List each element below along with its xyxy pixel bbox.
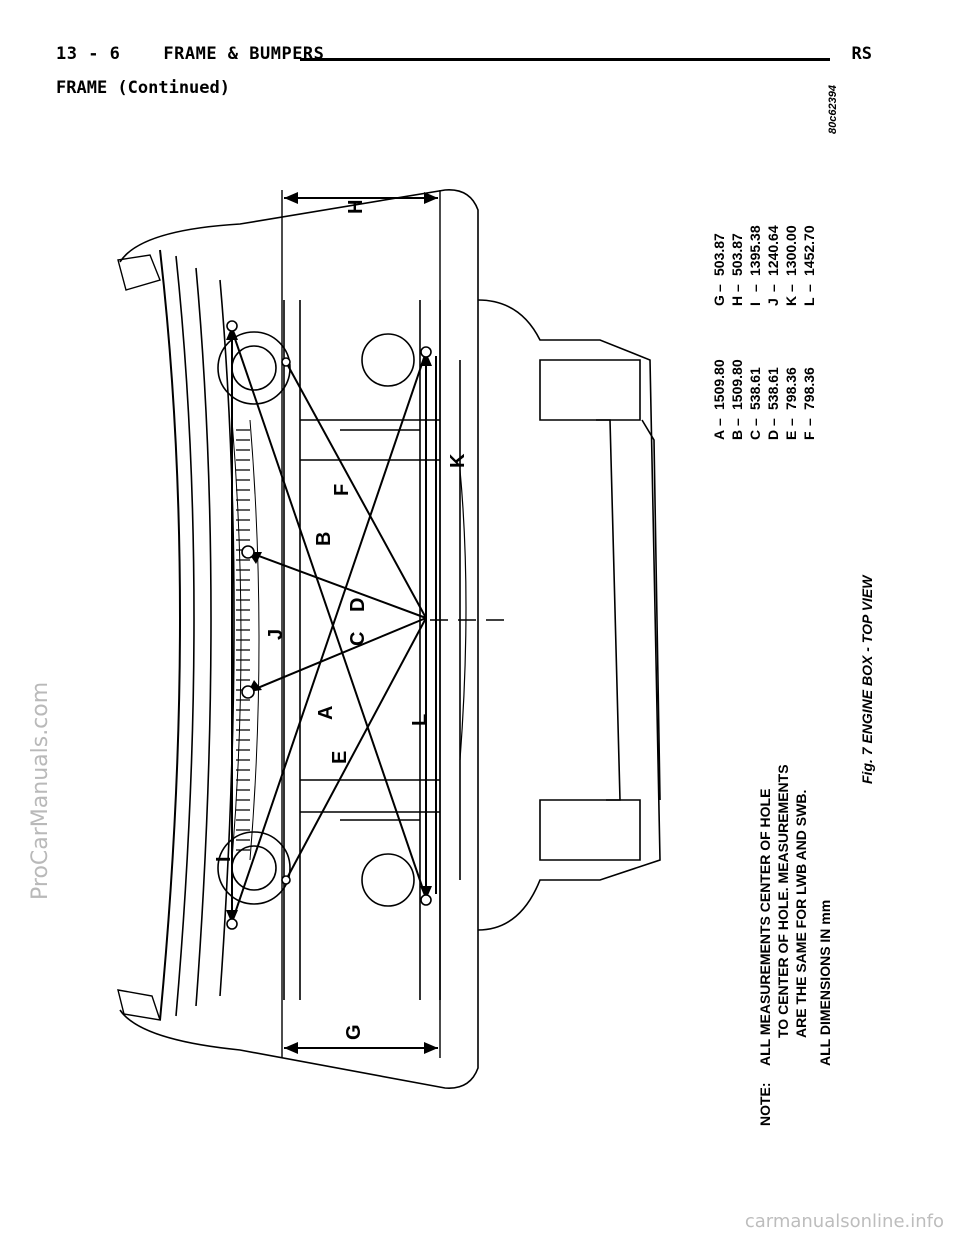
svg-text:–: – — [765, 418, 781, 426]
callout-a: A — [315, 706, 337, 720]
note-line-3: ARE THE SAME FOR LWB AND SWB. — [793, 790, 809, 1038]
dim-value-e: 798.36 — [783, 367, 799, 410]
dim-letter-c: C — [747, 430, 763, 440]
svg-text:–: – — [729, 418, 745, 426]
dim-letter-i: I — [747, 302, 763, 306]
measurement-lines — [231, 190, 512, 1058]
svg-text:–: – — [711, 284, 727, 292]
dimension-table: A – 1509.80 B – 1509.80 C – 538.61 D – 5… — [711, 225, 817, 440]
note-line-1: ALL MEASUREMENTS CENTER OF HOLE — [757, 789, 773, 1066]
dim-letter-g: G — [711, 295, 727, 306]
subheading: FRAME (Continued) — [56, 78, 230, 98]
note-label: NOTE: — [757, 1082, 773, 1126]
grille-slats — [236, 429, 250, 851]
dim-value-b: 1509.80 — [729, 359, 745, 410]
dim-letter-l: L — [801, 297, 817, 306]
callout-i: I — [213, 856, 235, 862]
dim-value-g: 503.87 — [711, 233, 727, 276]
callout-k: K — [447, 453, 469, 468]
callout-l: L — [409, 714, 431, 726]
dim-value-j: 1240.64 — [765, 225, 781, 276]
dim-letter-f: F — [801, 431, 817, 440]
callout-c: C — [347, 632, 369, 646]
dim-letter-b: B — [729, 430, 745, 440]
callout-j: J — [265, 629, 287, 640]
dim-value-c: 538.61 — [747, 367, 763, 410]
figure-id: 80c62394 — [827, 85, 839, 134]
side-watermark: ProCarManuals.com — [28, 681, 53, 900]
dim-value-d: 538.61 — [765, 367, 781, 410]
callout-f: F — [331, 484, 353, 496]
dim-letter-h: H — [729, 296, 745, 306]
svg-text:–: – — [801, 284, 817, 292]
svg-text:–: – — [747, 418, 763, 426]
callout-e: E — [329, 751, 351, 764]
note-units: ALL DIMENSIONS IN mm — [817, 900, 833, 1066]
figure-caption: Fig. 7 ENGINE BOX - TOP VIEW — [859, 574, 875, 784]
svg-text:–: – — [801, 418, 817, 426]
dim-letter-e: E — [783, 431, 799, 440]
svg-text:–: – — [729, 284, 745, 292]
svg-text:–: – — [783, 284, 799, 292]
dim-letter-k: K — [783, 296, 799, 306]
svg-text:–: – — [747, 284, 763, 292]
header-rule — [300, 58, 830, 61]
dim-value-k: 1300.00 — [783, 225, 799, 276]
callout-d: D — [347, 598, 369, 612]
dim-letter-j: J — [765, 298, 781, 306]
vehicle-code: RS — [851, 44, 872, 64]
dim-value-i: 1395.38 — [747, 225, 763, 276]
callout-h: H — [345, 200, 367, 214]
vehicle-structure — [117, 189, 661, 1089]
footer-watermark: carmanualsonline.info — [744, 1211, 944, 1232]
dim-value-l: 1452.70 — [801, 225, 817, 276]
svg-text:–: – — [765, 284, 781, 292]
note-block: NOTE: ALL MEASUREMENTS CENTER OF HOLE TO… — [757, 764, 833, 1126]
svg-text:–: – — [711, 418, 727, 426]
dim-value-a: 1509.80 — [711, 359, 727, 410]
dim-letter-a: A — [711, 430, 727, 440]
callout-b: B — [313, 532, 335, 546]
note-line-2: TO CENTER OF HOLE. MEASUREMENTS — [775, 764, 791, 1038]
dim-letter-d: D — [765, 430, 781, 440]
callout-letters: H G K F B D C J A L E I — [213, 200, 469, 1040]
dim-value-f: 798.36 — [801, 367, 817, 410]
callout-g: G — [343, 1024, 365, 1040]
svg-text:–: – — [783, 418, 799, 426]
dim-value-h: 503.87 — [729, 233, 745, 276]
hole-markers — [226, 320, 432, 930]
